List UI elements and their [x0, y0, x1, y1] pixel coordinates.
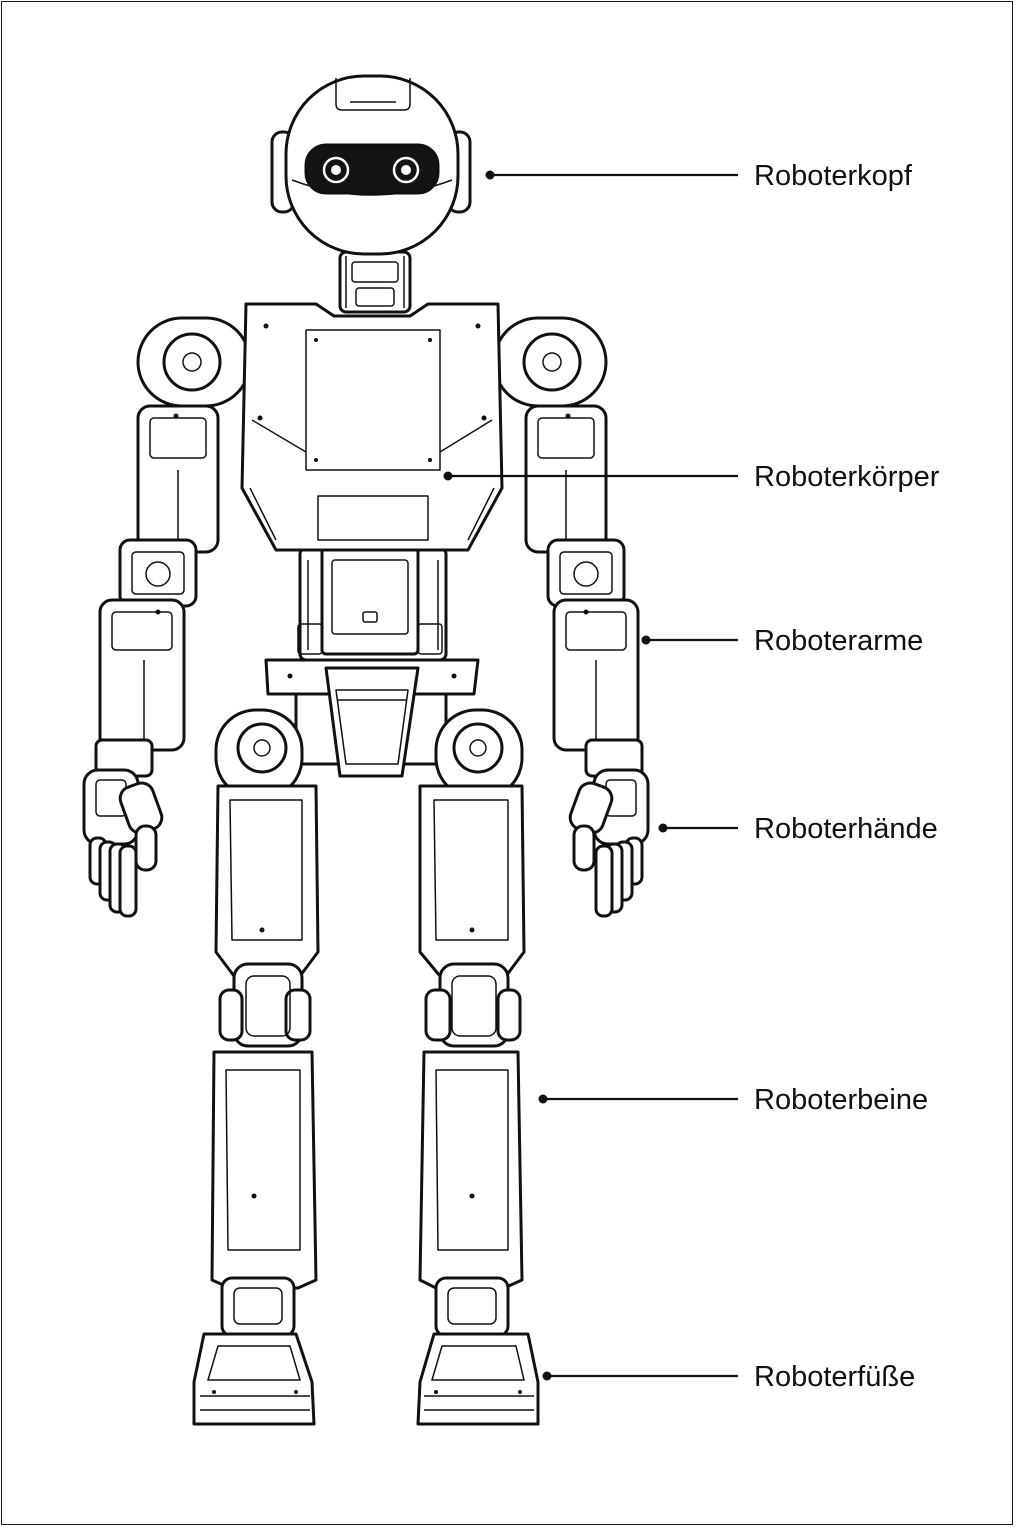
label-hands: Roboterhände — [754, 813, 938, 845]
robot-waist — [297, 546, 448, 662]
label-legs: Roboterbeine — [754, 1084, 929, 1116]
leader-head — [485, 170, 738, 180]
label-arms: Roboterarme — [754, 625, 924, 657]
leader-arms — [641, 635, 738, 645]
robot-head — [270, 74, 472, 256]
robot-right-arm — [524, 404, 644, 778]
leader-feet — [542, 1371, 738, 1381]
leader-legs — [538, 1094, 738, 1104]
robot-torso — [240, 302, 504, 552]
label-body: Roboterkörper — [754, 461, 940, 493]
robot-left-hand — [82, 768, 164, 918]
robot-left-shoulder — [136, 316, 252, 408]
robot-right-hand — [568, 768, 650, 918]
robot-left-arm — [94, 404, 220, 778]
robot-neck — [338, 250, 412, 314]
leader-body — [443, 471, 738, 481]
leader-hands — [658, 823, 738, 833]
robot-right-foot — [416, 1332, 540, 1426]
robot-left-leg — [210, 708, 320, 1338]
robot-left-foot — [192, 1332, 316, 1426]
label-feet: Roboterfüße — [754, 1361, 916, 1393]
robot-right-leg — [418, 708, 526, 1338]
robot-pelvis — [264, 658, 480, 778]
robot-right-shoulder — [492, 316, 608, 408]
label-head: Roboterkopf — [754, 160, 912, 192]
